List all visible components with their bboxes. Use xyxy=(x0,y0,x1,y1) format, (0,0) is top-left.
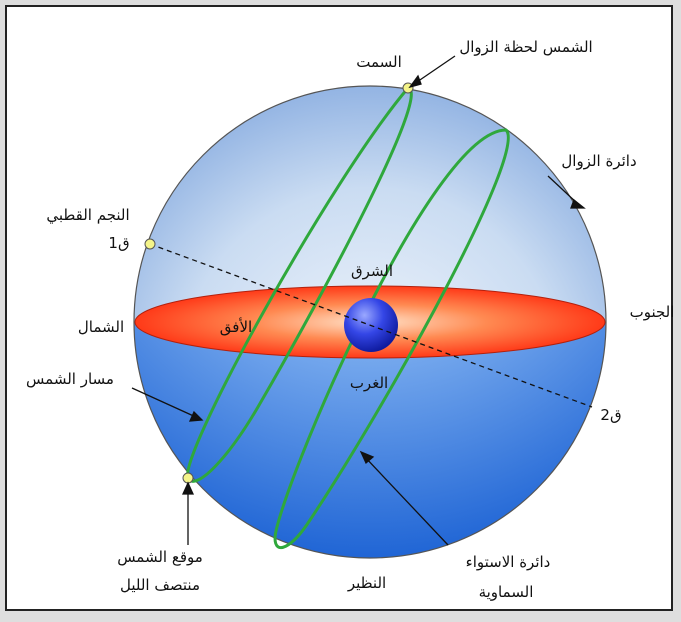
label-north: الشمال xyxy=(78,318,124,336)
label-sun-at-noon: الشمس لحظة الزوال xyxy=(459,38,592,56)
celestial-axis-line xyxy=(149,243,593,408)
celestial-equator-curve xyxy=(273,128,510,550)
label-sun-midnight-line1: موقع الشمس xyxy=(117,548,203,566)
label-celestial-equator-line2: السماوية xyxy=(479,583,534,601)
sun-path-curve xyxy=(186,86,413,483)
label-east: الشرق xyxy=(351,262,393,280)
label-pole-1: ق1 xyxy=(108,234,129,252)
label-sun-midnight-line2: منتصف الليل xyxy=(120,576,200,594)
label-south: الجنوب xyxy=(630,303,675,321)
label-celestial-equator-line1: دائرة الاستواء xyxy=(466,553,551,571)
sphere-outline xyxy=(133,85,607,559)
label-pole-2: ق2 xyxy=(600,406,621,424)
label-sun-path: مسار الشمس xyxy=(26,370,114,388)
north-star-marker xyxy=(144,238,156,250)
sphere-lower-hemisphere xyxy=(134,322,606,558)
label-north-star: النجم القطبي xyxy=(46,206,129,225)
label-west: الغرب xyxy=(350,374,388,392)
sphere-upper-hemisphere xyxy=(134,86,606,322)
label-nadir: النظير xyxy=(347,574,386,592)
label-horizon: الأفق xyxy=(220,317,252,336)
pointer-arrows xyxy=(131,55,586,546)
label-meridian-circle: دائرة الزوال xyxy=(561,152,636,170)
label-zenith: السمت xyxy=(356,53,402,71)
